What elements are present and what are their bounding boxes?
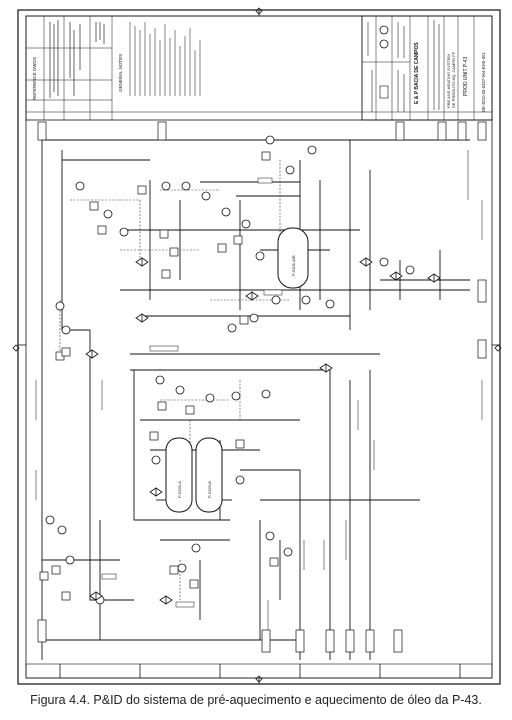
drawing-number: DE-3010.00-5337-944-EHS-001 — [481, 52, 486, 112]
company-name: E & P BACIA DE CAMPOS — [414, 42, 420, 104]
company-logo — [379, 25, 389, 35]
reference-drawings-column — [26, 16, 113, 120]
off-page-connectors-bottom — [37, 619, 403, 653]
instrument-panels — [39, 151, 279, 601]
sheet-outer-border — [17, 9, 501, 685]
zone-ticks — [18, 10, 500, 684]
line-number-labels — [101, 177, 283, 608]
figure-caption: Figura 4.4. P&ID do sistema de pré-aquec… — [30, 693, 482, 707]
heat-exchanger-a-tag: P-5320-A — [177, 481, 182, 498]
off-page-connectors-top — [37, 121, 487, 359]
heat-exchanger-b — [195, 437, 223, 513]
general-notes-heading: GENERAL NOTES — [118, 54, 123, 92]
instrument-bubbles — [45, 135, 415, 605]
top-band: REFERENCE DWGS GENERAL NOTES — [25, 15, 493, 121]
exchanger-nozzles — [156, 449, 232, 501]
title-block: E & P BACIA DE CAMPOS PRE AND HEATING SY… — [361, 15, 493, 121]
bottom-strip — [25, 663, 493, 679]
valves — [85, 257, 441, 605]
pid-drawing: REFERENCE DWGS GENERAL NOTES — [12, 7, 502, 685]
reference-text-lines — [49, 20, 105, 98]
revisions-heading: REFERENCE DWGS — [32, 57, 37, 100]
vessel-upper — [277, 227, 309, 289]
drawing-title-line-2: DE PRODUTO AQ. CAMPO FF — [451, 51, 456, 108]
heat-exchanger-b-tag: P-5320-B — [207, 481, 212, 498]
drawing-title-line-1: PRE AND HEATING SYSTEM — [446, 54, 451, 108]
general-notes-lines — [129, 22, 201, 96]
line-annotations — [35, 150, 483, 630]
vessel-upper-tag: P-5305-A/B — [291, 255, 296, 276]
production-unit: PROD UNIT P-43 — [463, 56, 469, 96]
heat-exchanger-a — [165, 437, 193, 513]
